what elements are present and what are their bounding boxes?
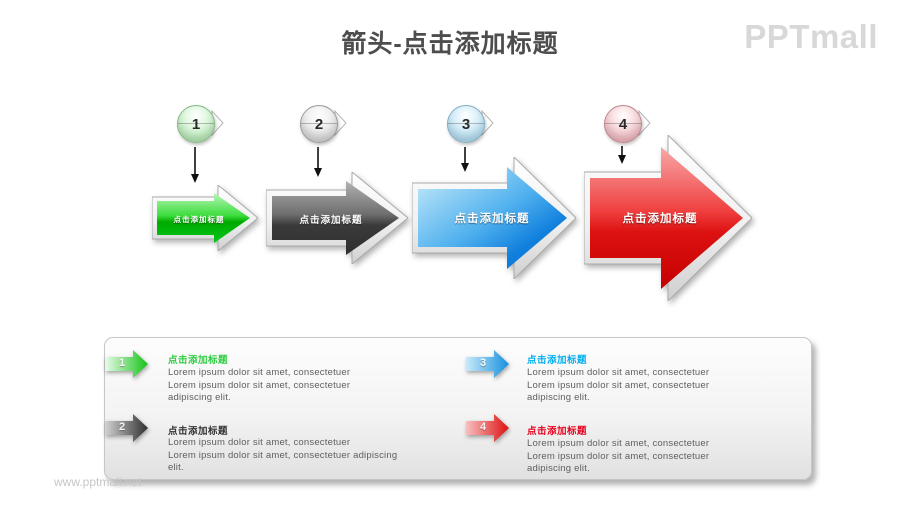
item-body-line: adipiscing elit. [527,392,590,403]
circle-equator-line [178,123,214,124]
item-body-1: Lorem ipsum dolor sit amet, consectetuer… [168,367,350,405]
arrow-label-2[interactable]: 点击添加标题 [299,215,363,226]
item-title-2[interactable]: 点击添加标题 [168,426,229,437]
step-number-1: 1 [191,115,201,133]
item-body-line: adipiscing elit. [168,392,231,403]
pptmall-logo: PPTmall [744,18,878,55]
item-number-2: 2 [118,421,126,433]
item-body-line: Lorem ipsum dolor sit amet, consectetuer [527,367,710,378]
circle-equator-line [301,123,337,124]
item-body-2: Lorem ipsum dolor sit amet, consectetuer… [168,437,397,475]
arrow-label-3[interactable]: 点击添加标题 [454,213,530,225]
item-number-3: 3 [479,357,487,369]
step-circle-1[interactable]: 1 [177,105,215,143]
item-body-line: Lorem ipsum dolor sit amet, consectetuer… [168,449,398,461]
item-title-3[interactable]: 点击添加标题 [527,355,588,366]
arrow-label-4[interactable]: 点击添加标题 [622,213,698,225]
process-arrow-4[interactable] [584,135,752,301]
circle-equator-line [605,123,641,124]
notes-panel [104,337,812,480]
item-number-1: 1 [118,357,126,369]
step-number-4: 4 [618,115,628,133]
step-number-2: 2 [314,115,324,133]
down-arrow-icon [618,146,626,164]
item-body-3: Lorem ipsum dolor sit amet, consectetuer… [527,367,709,405]
item-ribbon-2 [105,414,148,442]
watermark: www.pptmall.net [54,475,142,489]
item-body-line: Lorem ipsum dolor sit amet, consectetuer [168,379,351,391]
item-body-line: Lorem ipsum dolor sit amet, consectetuer [527,379,710,391]
down-arrow-icon [314,147,322,177]
circle-equator-line [448,123,484,124]
item-ribbon-3 [466,350,509,378]
down-arrow-icon [461,147,469,172]
item-title-4[interactable]: 点击添加标题 [527,426,588,437]
step-circle-3[interactable]: 3 [447,105,485,143]
step-circle-2[interactable]: 2 [300,105,338,143]
step-number-3: 3 [461,115,471,133]
item-body-line: Lorem ipsum dolor sit amet, consectetuer [527,450,710,462]
process-arrow-3[interactable] [412,157,576,279]
down-arrow-icon [191,147,199,183]
item-title-1[interactable]: 点击添加标题 [168,355,229,366]
item-number-4: 4 [479,421,487,433]
item-body-line: Lorem ipsum dolor sit amet, consectetuer [527,438,710,449]
process-arrow-1[interactable] [152,185,258,251]
item-body-line: Lorem ipsum dolor sit amet, consectetuer [168,367,351,378]
item-body-4: Lorem ipsum dolor sit amet, consectetuer… [527,438,709,476]
step-circle-4[interactable]: 4 [604,105,642,143]
item-ribbon-1 [105,350,148,378]
item-ribbon-4 [466,414,509,442]
item-body-line: adipiscing elit. [527,463,590,474]
process-arrow-2[interactable] [266,172,408,264]
item-body-line: elit. [168,462,184,473]
item-body-line: Lorem ipsum dolor sit amet, consectetuer [168,437,351,448]
slide-title[interactable]: 箭头-点击添加标题 [341,30,559,58]
arrow-label-1[interactable]: 点击添加标题 [173,215,225,224]
